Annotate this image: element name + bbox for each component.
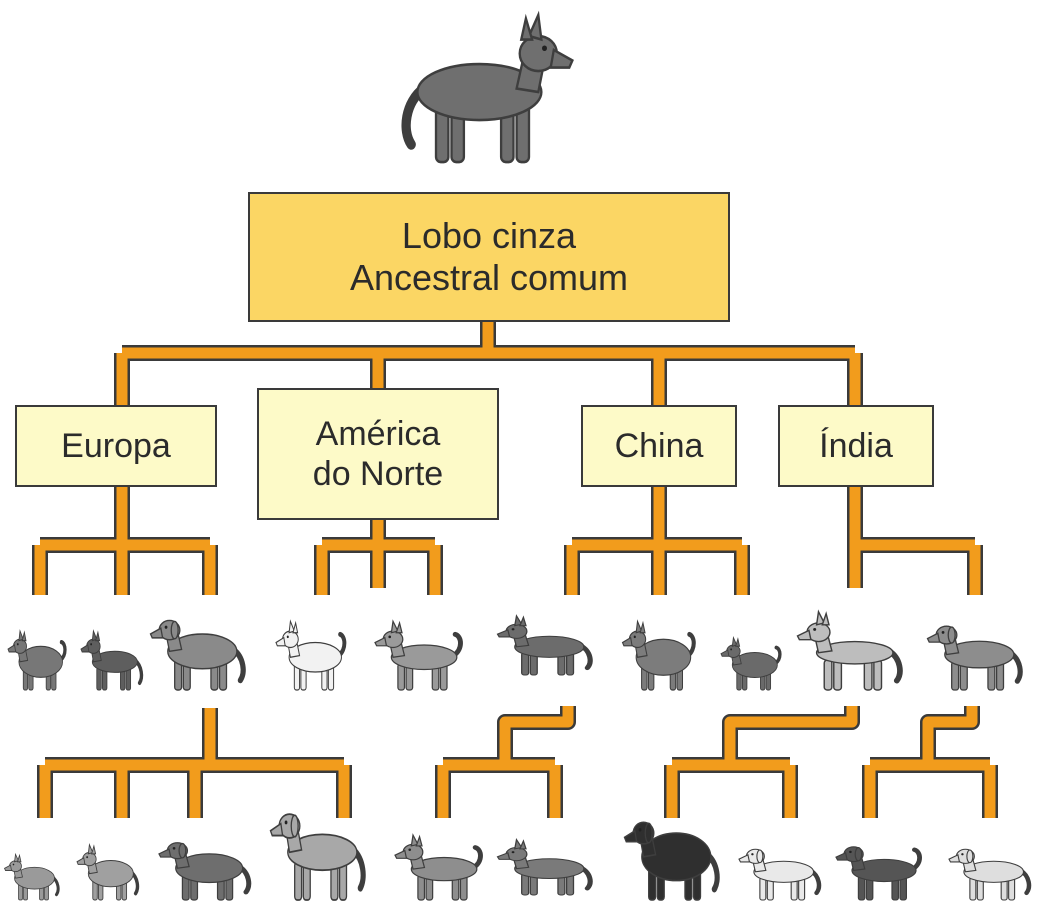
root-node-gray-wolf: Lobo cinza Ancestral comum [248, 192, 730, 322]
region-label: Índia [819, 426, 893, 465]
connector-line [116, 322, 861, 405]
connector-line [316, 520, 441, 595]
region-label: China [614, 426, 704, 465]
dog-icon [720, 635, 782, 691]
dog-icon [3, 852, 60, 901]
connector-line [666, 706, 858, 818]
dog-icon [623, 821, 720, 901]
dog-icon [621, 619, 696, 691]
dog-icon [374, 619, 463, 691]
wolf-icon [401, 10, 574, 164]
dog-icon [796, 609, 903, 691]
region-label: América [315, 414, 441, 453]
connector-line [864, 706, 996, 818]
dog-icon [275, 619, 347, 691]
region-node-america-do-norte: América do Norte [257, 388, 499, 520]
region-node-china: China [581, 405, 737, 487]
connector-line [849, 487, 981, 595]
dog-icon [496, 614, 593, 676]
dog-icon [948, 848, 1032, 901]
region-node-europa: Europa [15, 405, 217, 487]
dog-icon [835, 846, 922, 901]
dog-icon [7, 629, 67, 691]
dog-breeds [3, 609, 1032, 901]
dog-icon [158, 842, 252, 901]
connector-line [566, 487, 748, 595]
dog-icon [496, 837, 593, 896]
dog-icon [76, 842, 140, 901]
connector-line [39, 708, 350, 818]
dog-icon [738, 848, 822, 901]
region-node-india: Índia [778, 405, 934, 487]
dog-icon [394, 833, 483, 901]
dog-icon [149, 619, 246, 691]
connector-line [437, 706, 574, 818]
root-line-1: Lobo cinza [401, 214, 577, 256]
wolf-shape [401, 10, 574, 164]
connector-lines [32, 322, 998, 818]
region-label-line-2: do Norte [312, 455, 444, 493]
root-line-2: Ancestral comum [349, 257, 629, 298]
dog-icon [80, 629, 144, 691]
connector-line [34, 487, 216, 595]
dog-icon [926, 625, 1023, 691]
region-label: Europa [61, 426, 171, 465]
dog-icon [269, 813, 366, 901]
